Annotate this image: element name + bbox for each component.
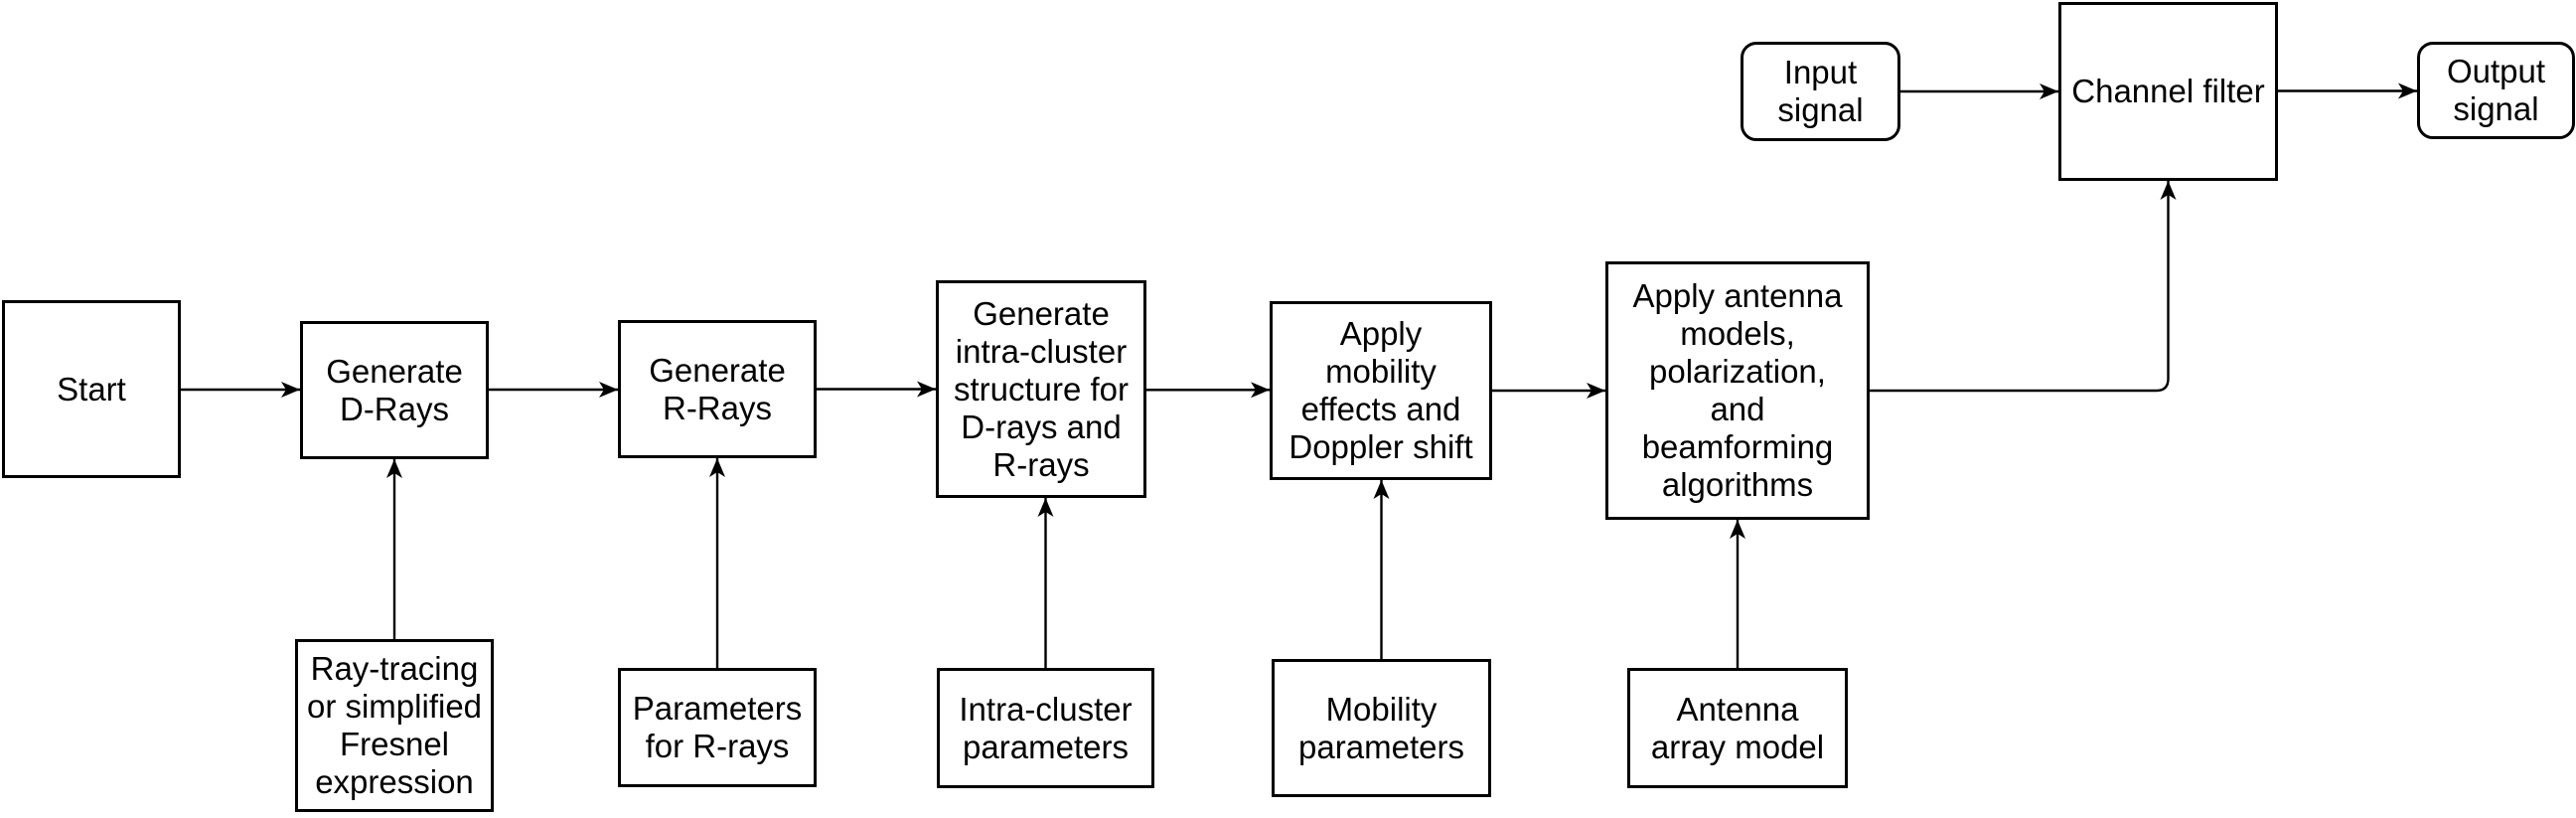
node-input-signal: Input signal <box>1741 42 1900 141</box>
node-output-signal: Output signal <box>2417 42 2575 139</box>
node-generate-d-rays: Generate D-Rays <box>300 321 489 459</box>
node-parameters-r-rays: Parameters for R-rays <box>618 668 817 787</box>
node-label-output-signal: Output signal <box>2446 53 2546 127</box>
node-label-generate-r-rays: Generate R-Rays <box>649 351 786 426</box>
node-start: Start <box>2 300 181 478</box>
node-intra-cluster-parameters: Intra-cluster parameters <box>937 668 1154 788</box>
node-mobility-parameters: Mobility parameters <box>1272 659 1491 797</box>
node-label-intra-cluster-parameters: Intra-cluster parameters <box>959 690 1133 765</box>
node-channel-filter: Channel filter <box>2058 2 2278 181</box>
node-label-ray-tracing: Ray-tracing or simplified Fresnel expres… <box>306 650 483 800</box>
node-label-channel-filter: Channel filter <box>2071 73 2265 109</box>
node-label-generate-d-rays: Generate D-Rays <box>326 352 463 427</box>
node-label-start: Start <box>57 370 126 408</box>
node-mobility-effects: Apply mobility effects and Doppler shift <box>1270 301 1492 480</box>
node-label-mobility-effects: Apply mobility effects and Doppler shift <box>1288 315 1473 465</box>
node-ray-tracing: Ray-tracing or simplified Fresnel expres… <box>295 639 494 812</box>
node-generate-r-rays: Generate R-Rays <box>618 320 817 458</box>
edge-antenna-models-to-channel-filter <box>1870 181 2177 393</box>
node-label-antenna-array-model: Antenna array model <box>1650 690 1825 765</box>
node-antenna-models: Apply antenna models, polarization, and … <box>1605 261 1870 520</box>
node-intra-cluster-structure: Generate intra-cluster structure for D-r… <box>936 280 1146 498</box>
node-label-antenna-models: Apply antenna models, polarization, and … <box>1632 277 1843 503</box>
node-label-input-signal: Input signal <box>1777 54 1864 128</box>
node-antenna-array-model: Antenna array model <box>1627 668 1848 788</box>
node-label-parameters-r-rays: Parameters for R-rays <box>632 690 803 764</box>
node-label-mobility-parameters: Mobility parameters <box>1298 690 1464 765</box>
node-label-intra-cluster-structure: Generate intra-cluster structure for D-r… <box>953 294 1130 483</box>
